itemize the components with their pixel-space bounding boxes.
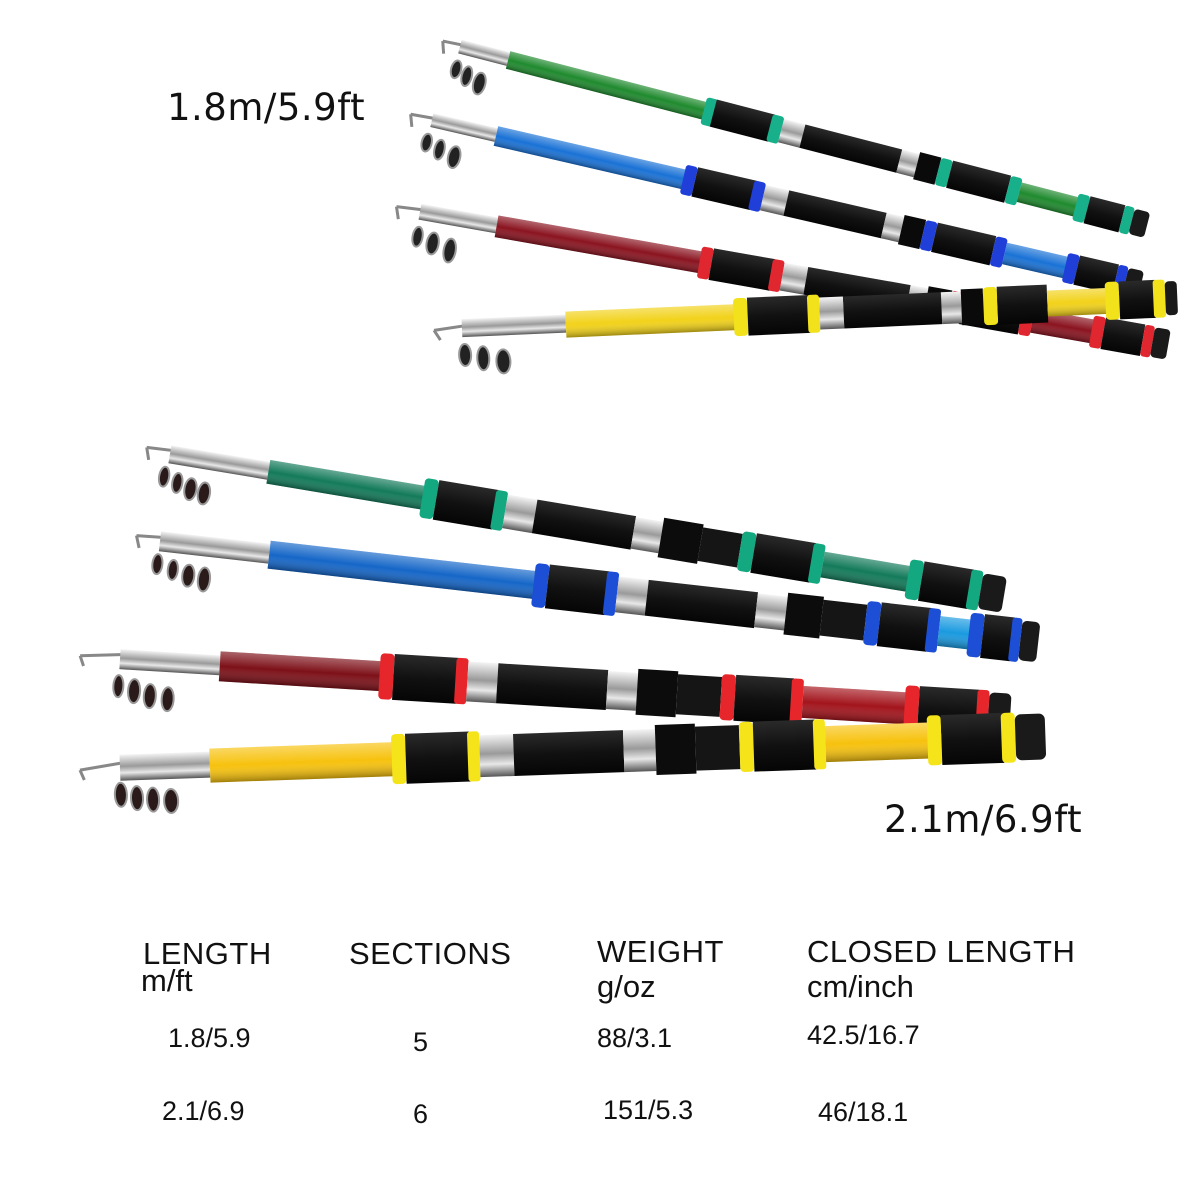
rod-top-yellow bbox=[432, 279, 1178, 375]
length-label-2-1m: 2.1m/6.9ft bbox=[884, 798, 1083, 841]
row2-length: 2.1/6.9 bbox=[162, 1096, 245, 1126]
rods-illustration bbox=[78, 39, 1178, 814]
row1-length: 1.8/5.9 bbox=[168, 1023, 251, 1053]
header-length: LENGTH bbox=[143, 936, 272, 971]
row2-closed-length: 46/18.1 bbox=[818, 1097, 909, 1127]
header-length-unit: m/ft bbox=[141, 963, 193, 998]
rod-bottom-blue bbox=[135, 531, 1040, 662]
row1-closed-length: 42.5/16.7 bbox=[807, 1020, 920, 1050]
row2-weight: 151/5.3 bbox=[603, 1095, 694, 1125]
rod-top-green bbox=[441, 39, 1150, 237]
row1-weight: 88/3.1 bbox=[597, 1023, 673, 1053]
header-closed-length: CLOSED LENGTH bbox=[807, 934, 1076, 969]
length-label-1-8m: 1.8m/5.9ft bbox=[167, 86, 366, 129]
header-weight-unit: g/oz bbox=[597, 969, 656, 1004]
header-closed-length-unit: cm/inch bbox=[807, 969, 914, 1004]
row1-sections: 5 bbox=[413, 1027, 429, 1057]
row2-sections: 6 bbox=[413, 1099, 429, 1129]
rod-bottom-yellow bbox=[78, 712, 1047, 814]
header-sections: SECTIONS bbox=[349, 936, 512, 971]
rod-bottom-green bbox=[145, 445, 1007, 612]
header-weight: WEIGHT bbox=[597, 934, 724, 969]
